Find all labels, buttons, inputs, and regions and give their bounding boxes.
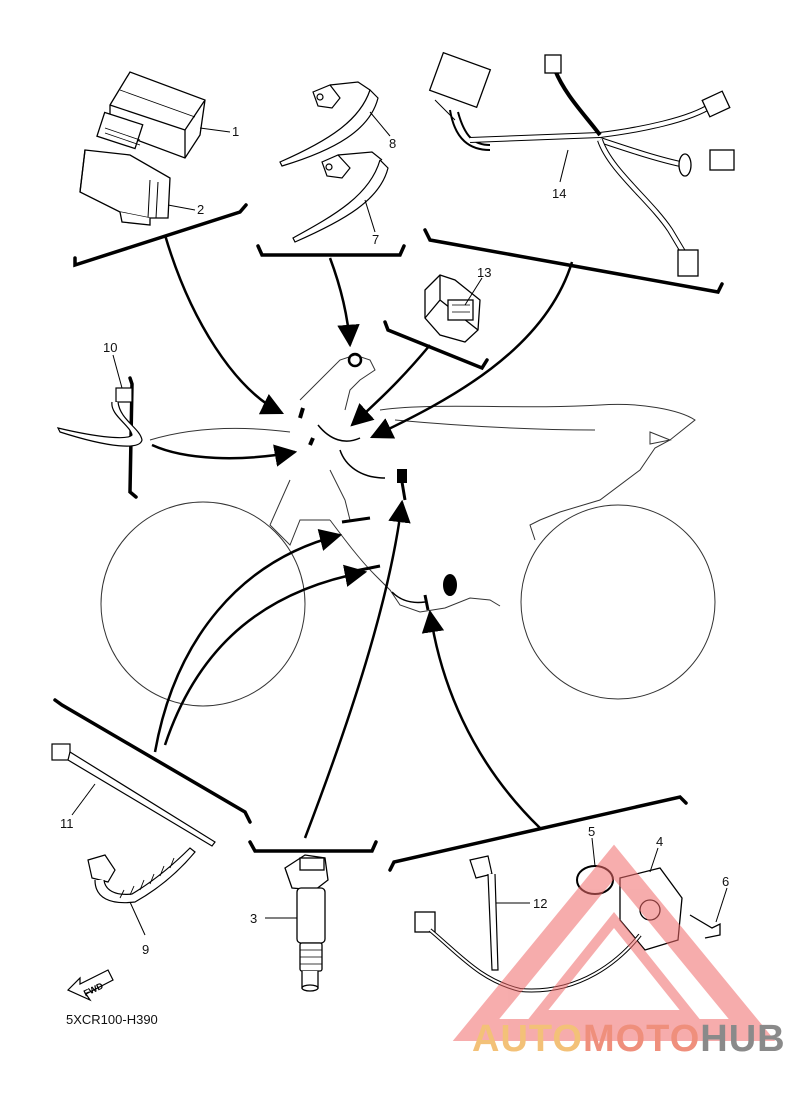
cable-tie-part-8 — [279, 81, 379, 167]
watermark-moto: MOTO — [582, 1018, 701, 1060]
cable-tie-part-12 — [469, 855, 499, 971]
label-12: 12 — [533, 896, 547, 911]
cable-tie-part-11 — [51, 743, 216, 847]
label-14: 14 — [552, 186, 566, 201]
watermark-triangle — [452, 844, 776, 1041]
label-11: 11 — [60, 816, 74, 831]
watermark-hub: HUB — [700, 1018, 786, 1060]
label-5: 5 — [588, 824, 595, 839]
label-13: 13 — [477, 265, 491, 280]
cable-tie-part-10 — [56, 387, 143, 447]
band-part-9 — [87, 847, 196, 904]
leader-arrows — [151, 234, 574, 839]
label-6: 6 — [722, 874, 729, 889]
group-brackets — [53, 203, 724, 872]
motorcycle-outline — [100, 354, 716, 707]
label-4: 4 — [656, 834, 663, 849]
relay-part-13 — [424, 274, 481, 343]
label-10: 10 — [103, 340, 117, 355]
label-7: 7 — [372, 232, 379, 247]
label-3: 3 — [250, 911, 257, 926]
cdi-unit-part-1 — [96, 71, 206, 159]
drawing-code: 5XCR100-H390 — [66, 1012, 158, 1027]
ignition-coil-part-3 — [284, 854, 329, 992]
fwd-arrow: FWD — [66, 969, 114, 1002]
label-1: 1 — [232, 124, 239, 139]
label-9: 9 — [142, 942, 149, 957]
center-components — [298, 352, 457, 611]
watermark-auto: AUTO — [472, 1018, 583, 1060]
part-labels: 1 2 3 4 5 6 7 8 9 10 11 12 13 14 — [60, 111, 729, 957]
label-8: 8 — [389, 136, 396, 151]
cable-tie-part-7 — [292, 151, 389, 243]
wire-harness-part-14 — [428, 51, 735, 277]
bracket-part-2 — [79, 149, 171, 226]
watermark-brand: AUTOMOTOHUB — [472, 1018, 786, 1061]
label-2: 2 — [197, 202, 204, 217]
